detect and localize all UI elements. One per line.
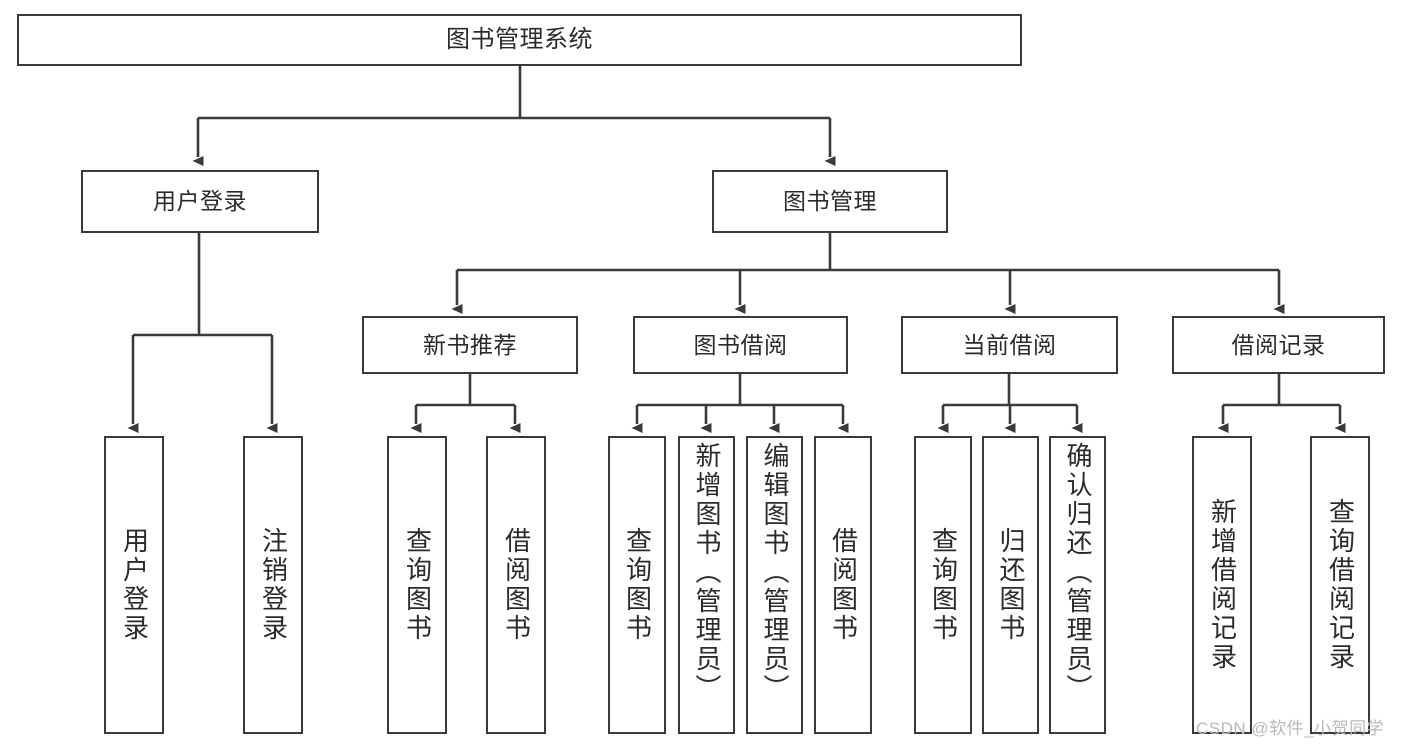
node-root-book-management-system[interactable]: 图书管理系统 bbox=[17, 14, 1022, 66]
node-label: 归还图书 bbox=[996, 527, 1027, 643]
node-borrow-record[interactable]: 借阅记录 bbox=[1172, 316, 1385, 374]
node-label: 编辑图书（管理员） bbox=[760, 442, 791, 703]
node-current-borrow[interactable]: 当前借阅 bbox=[901, 316, 1118, 374]
node-label: 借阅图书 bbox=[501, 527, 532, 643]
node-leaf-borrow-book-2[interactable]: 借阅图书 bbox=[814, 436, 872, 734]
node-leaf-confirm-return-admin[interactable]: 确认归还（管理员） bbox=[1049, 436, 1106, 734]
node-leaf-query-book-3[interactable]: 查询图书 bbox=[914, 436, 972, 734]
csdn-watermark: CSDN @软件_小贺同学 bbox=[1196, 719, 1385, 738]
node-book-management[interactable]: 图书管理 bbox=[712, 170, 948, 233]
node-leaf-add-borrow-record[interactable]: 新增借阅记录 bbox=[1192, 436, 1252, 734]
node-label: 图书管理系统 bbox=[446, 26, 593, 54]
node-leaf-return-book[interactable]: 归还图书 bbox=[982, 436, 1039, 734]
node-label: 图书管理 bbox=[783, 188, 877, 215]
node-label: 借阅图书 bbox=[828, 527, 859, 643]
node-leaf-logout-login[interactable]: 注销登录 bbox=[243, 436, 303, 734]
node-label: 用户登录 bbox=[119, 527, 150, 643]
node-leaf-query-book-2[interactable]: 查询图书 bbox=[608, 436, 666, 734]
node-user-login[interactable]: 用户登录 bbox=[81, 170, 319, 233]
node-label: 新书推荐 bbox=[423, 331, 517, 358]
node-label: 确认归还（管理员） bbox=[1063, 442, 1094, 703]
node-label: 查询图书 bbox=[928, 527, 959, 643]
node-leaf-query-borrow-record[interactable]: 查询借阅记录 bbox=[1310, 436, 1370, 734]
node-label: 查询图书 bbox=[622, 527, 653, 643]
node-leaf-query-book-1[interactable]: 查询图书 bbox=[387, 436, 447, 734]
node-label: 借阅记录 bbox=[1231, 331, 1326, 358]
node-label: 新增借阅记录 bbox=[1207, 498, 1238, 672]
node-label: 注销登录 bbox=[258, 527, 289, 643]
node-label: 当前借阅 bbox=[962, 331, 1057, 358]
node-label: 用户登录 bbox=[153, 188, 247, 215]
node-leaf-user-login[interactable]: 用户登录 bbox=[104, 436, 164, 734]
node-leaf-edit-book-admin[interactable]: 编辑图书（管理员） bbox=[746, 436, 803, 734]
node-new-book-recommend[interactable]: 新书推荐 bbox=[362, 316, 578, 374]
node-leaf-add-book-admin[interactable]: 新增图书（管理员） bbox=[678, 436, 735, 734]
node-label: 查询图书 bbox=[402, 527, 433, 643]
node-label: 查询借阅记录 bbox=[1325, 498, 1356, 672]
node-leaf-borrow-book-1[interactable]: 借阅图书 bbox=[486, 436, 546, 734]
node-label: 新增图书（管理员） bbox=[692, 442, 723, 703]
node-book-borrow[interactable]: 图书借阅 bbox=[633, 316, 848, 374]
node-label: 图书借阅 bbox=[693, 331, 788, 358]
